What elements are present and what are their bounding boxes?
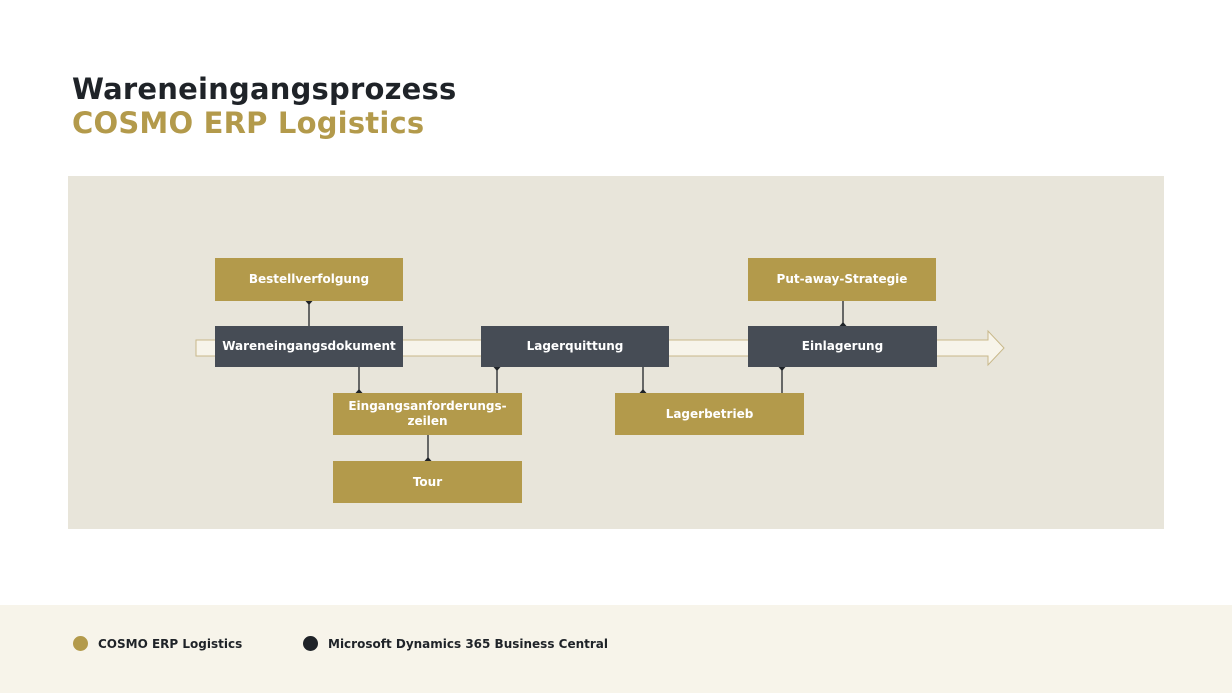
legend-dot-gold [73,636,88,651]
page-subtitle: COSMO ERP Logistics [72,106,425,140]
legend-footer [0,605,1232,693]
page-title: Wareneingangsprozess [72,72,457,106]
box-lagerquittung: Lagerquittung [481,326,669,367]
box-einlagerung: Einlagerung [748,326,937,367]
box-put-away-strategie: Put-away-Strategie [748,258,936,301]
legend-item-dynamics: Microsoft Dynamics 365 Business Central [303,636,608,651]
legend-dot-dark [303,636,318,651]
box-lagerbetrieb: Lagerbetrieb [615,393,804,435]
legend-label: COSMO ERP Logistics [98,636,243,651]
box-eingangsanforderungszeilen: Eingangsanforderungs- zeilen [333,393,522,435]
box-tour: Tour [333,461,522,503]
legend-label: Microsoft Dynamics 365 Business Central [328,636,608,651]
box-bestellverfolgung: Bestellverfolgung [215,258,403,301]
box-wareneingangsdokument: Wareneingangsdokument [215,326,403,367]
legend-item-cosmo: COSMO ERP Logistics [73,636,242,651]
